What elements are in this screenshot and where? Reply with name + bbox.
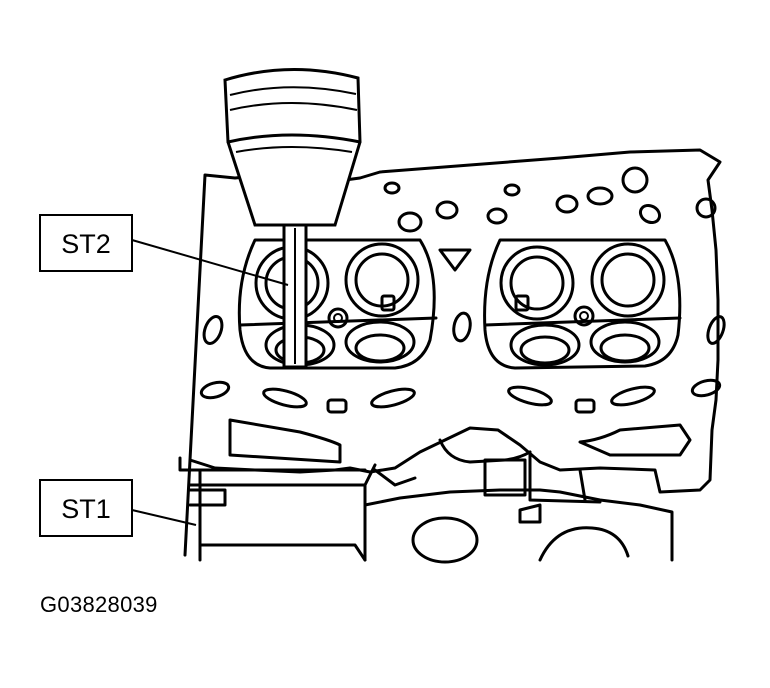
- st1-label: ST1: [39, 479, 133, 537]
- tool-st2: [223, 68, 362, 369]
- figure-id: G03828039: [40, 592, 158, 617]
- st1-label-text: ST1: [61, 494, 111, 524]
- st2-leader-line: [131, 239, 289, 286]
- st2-label-text: ST2: [61, 229, 111, 259]
- st1-leader-line: [131, 509, 197, 526]
- cylinder-head-body: [178, 148, 722, 564]
- deck-passages: [199, 166, 726, 464]
- combustion-chamber-right: [483, 238, 682, 370]
- combustion-chamber-left: [237, 238, 438, 370]
- st2-label: ST2: [39, 214, 133, 272]
